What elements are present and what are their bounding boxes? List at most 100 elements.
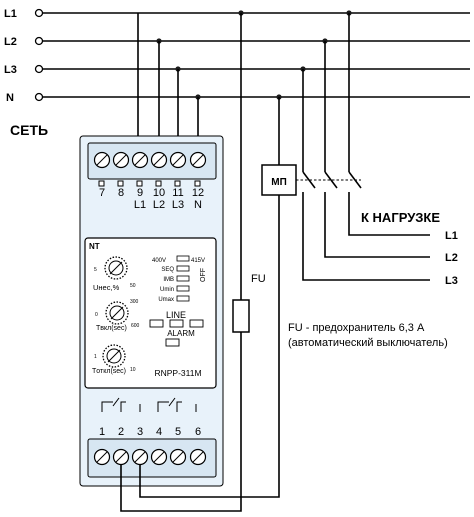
switch-contact-l1 [348,171,362,189]
knob-off-label: Tоткл(sec) [92,368,126,375]
supply-terminal-n [34,92,44,102]
fuse-label: FU [251,273,266,285]
screw-terminal-3 [131,448,149,466]
terminal-number-8: 8 [118,187,124,199]
contactor-label: МП [271,177,287,188]
supply-terminal-l2 [34,36,44,46]
knob-on-max: 600 [131,323,140,329]
knob-off-delay: 1 10 Tоткл(sec) [92,344,136,375]
indicator-umin-led [176,285,190,292]
load-label-l2: L2 [445,252,458,264]
supply-label-n: N [6,92,14,104]
terminal-name-n: N [194,199,202,211]
knob-off-max: 10 [130,367,136,373]
knob-unbalance: 5 50 Uнес,% [93,256,136,292]
indicator-panel: 400V 415V SEQ IMB Umin Umax OFF LINE ALA… [149,255,207,378]
screw-terminal-1 [93,448,111,466]
voltage-low-label: 400V [152,258,166,264]
note-line-2: (автоматический выключатель) [288,337,448,349]
supply-label-l1: L1 [4,8,17,20]
knob-unbalance-label: Uнес,% [93,283,120,292]
note-line-1: FU - предохранитель 6,3 А [288,322,425,334]
screw-terminal-6 [189,448,207,466]
alarm-label: ALARM [167,329,195,338]
load-wire-l1 [348,192,430,236]
wire-terminal-3-to-coil [139,195,280,498]
relay-device: 7 8 9 10 11 12 L1 L2 L3 N NT 5 50 Uнес,% [79,135,224,487]
contactor-coil: МП [261,164,361,196]
top-screws [93,151,207,169]
load-wire-l2 [324,192,430,258]
top-terminal-numbers: 7 8 9 10 11 12 L1 L2 L3 N [99,187,204,211]
screw-terminal-7 [93,151,111,169]
screw-terminal-5 [169,448,187,466]
fuse-note: FU - предохранитель 6,3 А (автоматически… [288,322,448,349]
bottom-screws [93,448,207,466]
terminal-name-l1: L1 [134,199,146,211]
terminal-name-l3: L3 [172,199,184,211]
screw-terminal-4 [150,448,168,466]
load-section: К НАГРУЗКЕ L1 L2 L3 [361,210,458,287]
off-label: OFF [200,268,207,282]
indicator-umax-led [176,295,190,302]
voltage-switch [176,255,190,262]
terminal-number-1: 1 [99,426,105,438]
contactor-switches [302,13,430,281]
terminal-number-6: 6 [195,426,201,438]
terminal-name-l2: L2 [153,199,165,211]
knob-on-delay: 0 300 600 Tвкл(sec) [95,299,140,332]
terminal-number-12: 12 [192,187,204,199]
line-label: LINE [166,310,186,320]
terminal-number-7: 7 [99,187,105,199]
indicator-imb-led [176,275,190,282]
load-title: К НАГРУЗКЕ [361,210,440,225]
terminal-number-5: 5 [175,426,181,438]
indicator-imb-label: IMB [163,277,174,283]
supply-terminal-l1 [34,8,44,18]
bus-junctions [156,10,352,100]
indicator-seq-led [176,265,190,272]
supply-bus: L1 L2 L3 N СЕТЬ [4,8,470,138]
knob-on-label: Tвкл(sec) [96,325,127,332]
indicator-seq-label: SEQ [161,267,174,273]
line-led-l3 [189,319,204,328]
terminal-number-3: 3 [137,426,143,438]
device-supply-drops [137,13,199,150]
bottom-terminal-numbers: 1 2 3 4 5 6 [99,426,201,438]
knob-unbalance-max: 50 [130,283,136,289]
knob-on-min: 0 [95,312,98,318]
voltage-high-label: 415V [191,258,205,264]
brand-logo: NT [89,242,100,251]
terminal-number-4: 4 [156,426,162,438]
knob-unbalance-min: 5 [94,267,97,273]
switch-contact-l2 [324,171,338,189]
line-led-l2 [169,319,184,328]
indicator-umin-label: Umin [160,287,174,293]
screw-terminal-12 [189,151,207,169]
supply-title: СЕТЬ [10,122,48,138]
load-wire-l3 [302,192,430,281]
load-label-l1: L1 [445,230,458,242]
screw-terminal-8 [112,151,130,169]
terminal-number-10: 10 [153,187,165,199]
knob-off-min: 1 [94,354,97,360]
terminal-number-9: 9 [137,187,143,199]
knob-on-mid: 300 [130,299,139,305]
top-terminal-tabs [98,180,201,187]
switch-contact-l3 [302,171,316,189]
indicator-umax-label: Umax [158,297,174,303]
screw-terminal-9 [131,151,149,169]
contactor-coil-box [261,164,297,196]
line-led-l1 [149,319,164,328]
wire-terminal-2-to-fuse [120,332,242,512]
load-label-l3: L3 [445,275,458,287]
terminal-number-2: 2 [118,426,124,438]
screw-terminal-11 [169,151,187,169]
relay-contacts [101,397,197,412]
screw-terminal-10 [150,151,168,169]
control-wiring [120,13,280,512]
supply-label-l3: L3 [4,64,17,76]
terminal-number-11: 11 [172,187,183,199]
fuse: FU [232,273,266,333]
